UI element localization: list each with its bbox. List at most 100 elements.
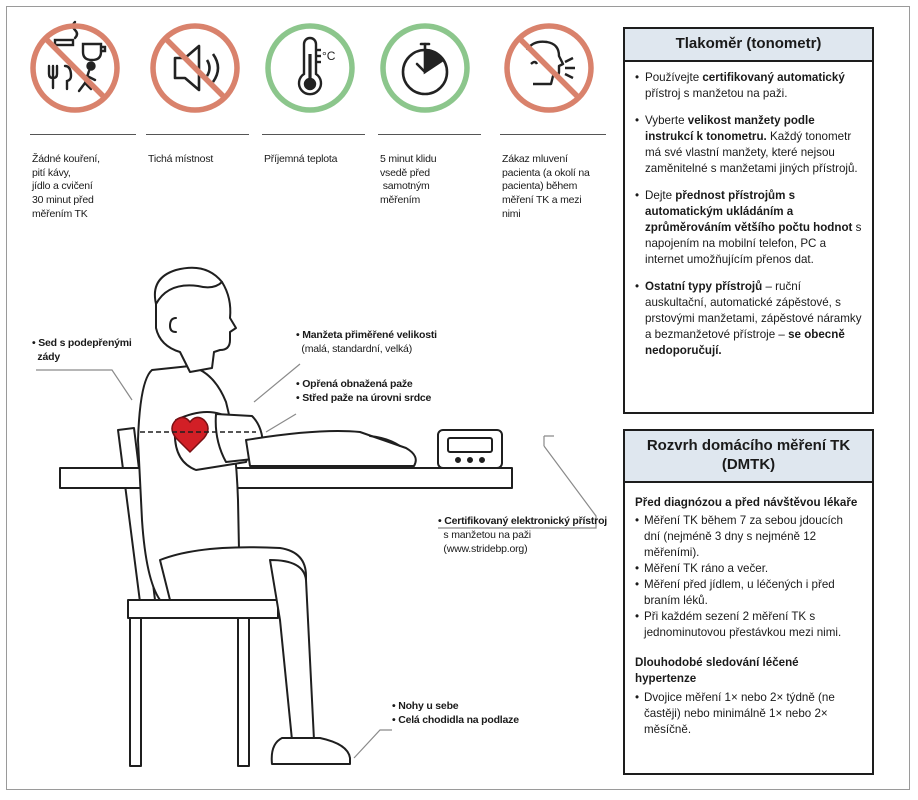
schedule-box: Rozvrh domácího měření TK (DMTK) Před di… bbox=[623, 429, 874, 775]
list-item: •Používejte certifikovaný automatický př… bbox=[635, 70, 862, 102]
label-line: • Střed paže na úrovni srdce bbox=[296, 392, 432, 405]
text-segment: certifikovaný automatický bbox=[702, 70, 845, 84]
icon-divider bbox=[262, 134, 365, 135]
foot bbox=[270, 737, 351, 765]
label-line: (malá, standardní, velká) bbox=[296, 343, 412, 356]
text-segment: přístroj s manžetou na paži. bbox=[645, 86, 788, 100]
label-legs: • Nohy u sebe • Celá chodidla na podlaze bbox=[392, 699, 519, 727]
prep-caption: 5 minut klidu vsedě před samotným měření… bbox=[380, 153, 480, 208]
label-device: • Certifikovaný elektronický přístroj s … bbox=[438, 514, 607, 557]
prep-caption: Příjemná teplota bbox=[264, 153, 364, 167]
label-line: zády bbox=[32, 351, 60, 364]
chair-leg bbox=[129, 617, 142, 767]
caption-line: jídlo a cvičení bbox=[32, 180, 93, 193]
thermometer-unit: °C bbox=[322, 49, 336, 63]
no-talking-icon bbox=[504, 23, 594, 113]
list-item-text: Dejte přednost přístrojům s automatickým… bbox=[645, 188, 862, 268]
label-line: s manžetou na paži bbox=[438, 529, 531, 542]
list-item: •Měření TK během 7 za sebou jdoucích dní… bbox=[635, 513, 862, 561]
schedule-box-title: Rozvrh domácího měření TK (DMTK) bbox=[625, 431, 872, 483]
caption-line: Tichá místnost bbox=[148, 153, 214, 165]
text-segment: – ruční auskultační, automatické zápěsto… bbox=[645, 279, 862, 341]
list-item: •Dvojice měření 1× nebo 2× týdně (ne čas… bbox=[635, 690, 862, 738]
prep-caption: Zákaz mluvení pacienta (a okolí na pacie… bbox=[502, 153, 612, 221]
caption-line: Žádné kouření, bbox=[32, 153, 100, 165]
text-segment: Dejte bbox=[645, 188, 676, 202]
table-top bbox=[59, 467, 513, 489]
tonometer-box: Tlakoměr (tonometr) •Používejte certifik… bbox=[623, 27, 874, 414]
lower-leg bbox=[269, 559, 315, 741]
caption-line: 5 minut klidu bbox=[380, 153, 437, 165]
list-item-text: Při každém sezení 2 měření TK s jednomin… bbox=[644, 610, 842, 640]
icon-divider bbox=[30, 134, 136, 135]
section-title: Před diagnózou a před návštěvou lékaře bbox=[635, 495, 858, 509]
caption-line: měřením bbox=[380, 193, 421, 206]
list-item-text: Ostatní typy přístrojů – ruční auskultač… bbox=[645, 279, 862, 359]
caption-line: Zákaz mluvení bbox=[502, 153, 568, 165]
chair-seat bbox=[127, 599, 279, 619]
head bbox=[154, 266, 237, 373]
caption-line: Příjemná teplota bbox=[264, 153, 338, 165]
text-segment: s napojením na mobilní telefon, PC a int… bbox=[645, 220, 862, 266]
caption-line: měření TK a mezi bbox=[502, 193, 582, 206]
text-segment: Ostatní typy přístrojů bbox=[645, 279, 763, 293]
prep-item-no-talking bbox=[496, 20, 602, 116]
label-line: • Certifikovaný elektronický přístroj bbox=[438, 515, 608, 527]
label-back: • Sed s podepřenými zády bbox=[32, 336, 132, 364]
label-line: • Sed s podepřenými bbox=[32, 337, 132, 349]
label-line: • Nohy u sebe bbox=[392, 700, 459, 712]
list-item-text: Používejte certifikovaný automatický pří… bbox=[645, 70, 862, 102]
heart-icon bbox=[171, 416, 209, 454]
list-item: •Ostatní typy přístrojů – ruční auskulta… bbox=[635, 279, 862, 359]
list-item: •Měření před jídlem, u léčených i před b… bbox=[635, 577, 862, 609]
text-segment: velikost manžety podle instrukcí k tonom… bbox=[645, 113, 815, 143]
text-segment: Vyberte bbox=[645, 113, 688, 127]
label-line: • Opřená obnažená paže bbox=[296, 378, 413, 390]
page-frame bbox=[6, 6, 910, 790]
list-item: •Při každém sezení 2 měření TK s jednomi… bbox=[635, 609, 862, 641]
caption-line: pacienta) během bbox=[502, 180, 578, 193]
caption-line: pití kávy, bbox=[32, 166, 71, 179]
text-segment: přednost přístrojům s automatickým uklád… bbox=[645, 188, 853, 234]
pointer-back bbox=[36, 369, 133, 401]
text-segment: Každý tonometr má své vlastní manžety, k… bbox=[645, 129, 858, 175]
icon-divider bbox=[146, 134, 249, 135]
prep-item-rest bbox=[372, 20, 478, 116]
text-segment: se obecně nedoporučují. bbox=[645, 327, 845, 357]
pointer-device-corner bbox=[543, 435, 554, 446]
list-item: •Měření TK ráno a večer. bbox=[635, 562, 769, 576]
prep-item-temperature: °C bbox=[257, 20, 363, 116]
thermometer-icon: °C bbox=[265, 23, 355, 113]
icon-divider bbox=[378, 134, 481, 135]
pointer-legs bbox=[353, 729, 392, 759]
forearm bbox=[245, 430, 417, 467]
icon-divider bbox=[500, 134, 606, 135]
label-arm: • Opřená obnažená paže • Střed paže na ú… bbox=[296, 377, 431, 405]
label-line: • Manžeta přiměřené velikosti bbox=[296, 329, 437, 341]
caption-line: vsedě před bbox=[380, 166, 430, 179]
pointer-device bbox=[438, 445, 597, 529]
no-smoking-coffee-food-exercise-icon bbox=[30, 20, 120, 113]
list-item-text: Měření před jídlem, u léčených i před br… bbox=[644, 578, 835, 608]
list-item: •Dejte přednost přístrojům s automatický… bbox=[635, 188, 862, 268]
seated-measurement-illustration bbox=[36, 266, 597, 767]
chair-leg bbox=[237, 617, 250, 767]
caption-line: samotným bbox=[380, 180, 430, 193]
schedule-box-body: Před diagnózou a před návštěvou lékaře •… bbox=[625, 483, 872, 749]
list-item-text: Měření TK ráno a večer. bbox=[644, 562, 769, 576]
no-sound-icon bbox=[150, 23, 240, 113]
pointer-cuff bbox=[253, 363, 301, 403]
pointer-arm bbox=[265, 413, 297, 433]
label-line: (www.stridebp.org) bbox=[438, 543, 528, 556]
tonometer-box-body: •Používejte certifikovaný automatický př… bbox=[625, 62, 872, 380]
tonometer-box-title: Tlakoměr (tonometr) bbox=[625, 29, 872, 62]
caption-line: 30 minut před bbox=[32, 193, 94, 206]
caption-line: nimi bbox=[502, 207, 521, 220]
list-item-text: Vyberte velikost manžety podle instrukcí… bbox=[645, 113, 862, 177]
section-title: Dlouhodobé sledování léčené hypertenze bbox=[635, 656, 799, 686]
label-cuff: • Manžeta přiměřené velikosti (malá, sta… bbox=[296, 328, 437, 356]
prep-caption: Žádné kouření, pití kávy, jídlo a cvičen… bbox=[32, 153, 132, 221]
prep-item-no-smoking bbox=[22, 20, 128, 116]
caption-line: měřením TK bbox=[32, 207, 88, 220]
list-item-text: Dvojice měření 1× nebo 2× týdně (ne čast… bbox=[644, 691, 835, 737]
